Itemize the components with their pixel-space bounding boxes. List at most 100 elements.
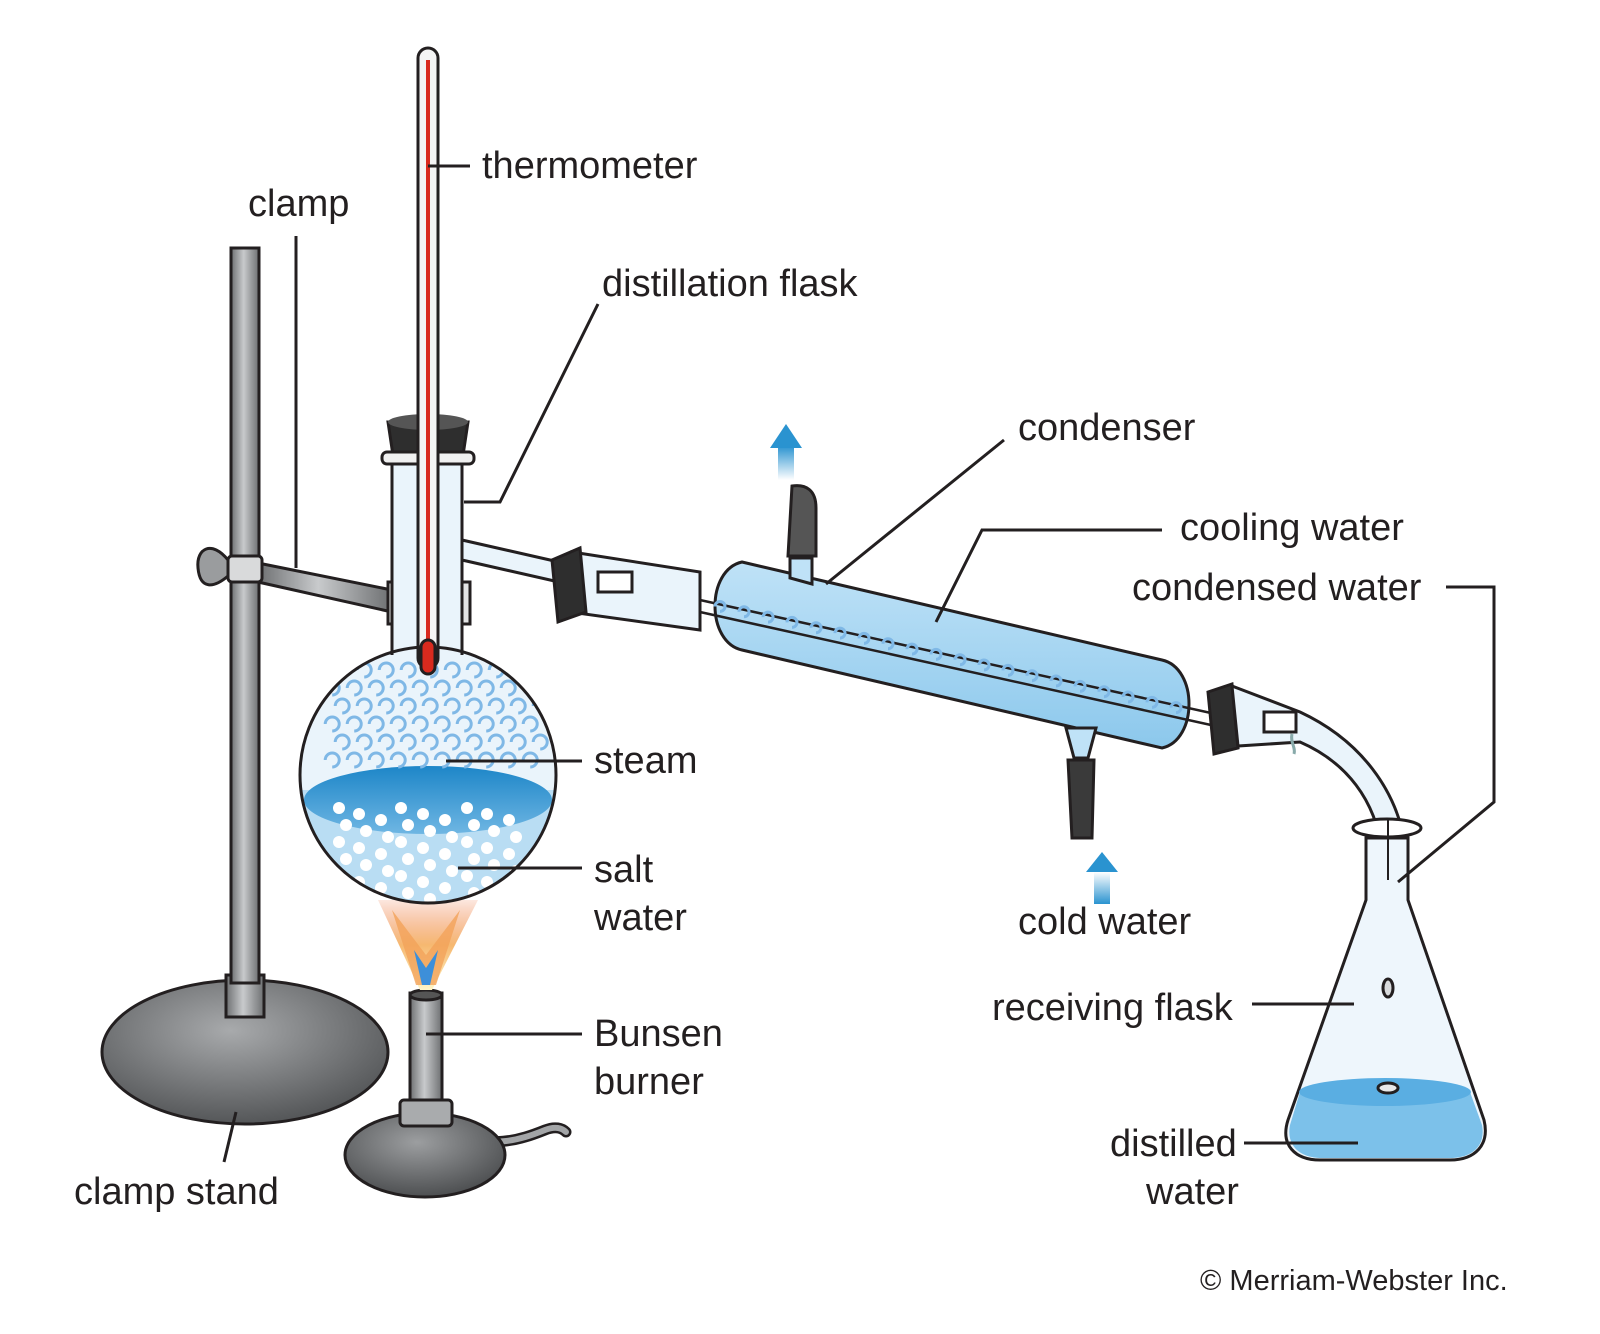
bubble xyxy=(333,802,345,814)
steam-curl xyxy=(433,715,451,733)
steam-curl xyxy=(1001,663,1015,677)
steam-curl xyxy=(1025,669,1039,683)
burner-collar xyxy=(398,1098,454,1128)
bubble xyxy=(395,870,407,882)
water-outlet-hose xyxy=(786,484,818,558)
clamp-stand xyxy=(100,246,390,1126)
steam-curl xyxy=(499,679,517,697)
steam-curl xyxy=(521,751,539,769)
steam-curl xyxy=(411,751,429,769)
bubble xyxy=(375,882,387,894)
bubble xyxy=(446,865,458,877)
bubble xyxy=(481,876,493,888)
bubble xyxy=(402,853,414,865)
steam-curl xyxy=(509,697,527,715)
steam-curl xyxy=(399,661,417,679)
steam-curl xyxy=(389,715,407,733)
steam-curl xyxy=(443,697,461,715)
cold-water-arrow xyxy=(1086,852,1118,904)
steam-curl xyxy=(355,733,373,751)
water-outlet-port xyxy=(788,556,814,586)
label-cooling-water: cooling water xyxy=(1180,507,1404,549)
steam-curl xyxy=(367,679,385,697)
steam-curl xyxy=(499,751,517,769)
steam-curl xyxy=(487,733,505,751)
clamp-thumbscrew xyxy=(196,546,230,587)
bubble xyxy=(375,814,387,826)
label-steam: steam xyxy=(594,740,697,782)
steam-curl xyxy=(345,751,363,769)
steam-curl xyxy=(377,733,395,751)
bubble xyxy=(461,836,473,848)
steam-curl xyxy=(531,661,549,679)
steam-curl xyxy=(477,679,495,697)
falling-drop xyxy=(1381,977,1395,999)
bubble xyxy=(424,859,436,871)
label-clamp: clamp xyxy=(248,183,349,225)
steam-curl xyxy=(367,751,385,769)
bubble xyxy=(461,870,473,882)
steam-curl xyxy=(421,733,439,751)
steam-curl xyxy=(905,642,919,656)
steam-curl xyxy=(399,697,417,715)
bubble xyxy=(510,831,522,843)
steam-curl xyxy=(465,661,483,679)
bubble xyxy=(360,859,372,871)
bubble xyxy=(375,848,387,860)
steam-curl xyxy=(809,621,823,635)
steam-curl xyxy=(531,733,549,751)
steam-curl xyxy=(333,697,351,715)
thermometer xyxy=(416,46,440,676)
bubble xyxy=(402,887,414,899)
condenser xyxy=(699,484,1221,840)
label-cold-water: cold water xyxy=(1018,901,1192,943)
bubble xyxy=(402,819,414,831)
water-inlet-hose xyxy=(1066,758,1096,840)
steam-curl xyxy=(377,697,395,715)
steam-curl xyxy=(521,715,539,733)
label-condenser: condenser xyxy=(1018,407,1196,449)
bubble xyxy=(382,831,394,843)
bubble xyxy=(510,899,522,903)
steam-curl xyxy=(487,697,505,715)
water-inlet-port xyxy=(1064,726,1098,760)
bubble xyxy=(503,848,515,860)
bubble xyxy=(353,842,365,854)
steam-curl xyxy=(1049,674,1063,688)
label-bunsen-burner-line2: burner xyxy=(594,1061,704,1103)
label-salt-water-line1: salt xyxy=(594,849,654,891)
bubble xyxy=(417,842,429,854)
steam-curl xyxy=(421,697,439,715)
steam-curl xyxy=(785,615,799,629)
steam-curl xyxy=(455,679,473,697)
steam-curl xyxy=(399,733,417,751)
label-salt-water-line2: water xyxy=(593,897,687,939)
bubble xyxy=(360,825,372,837)
steam-curl xyxy=(411,679,429,697)
bubble xyxy=(417,808,429,820)
steam-curl xyxy=(433,679,451,697)
clamp-arm xyxy=(256,561,394,614)
steam-curl xyxy=(1169,701,1183,715)
steam-curl xyxy=(509,661,527,679)
steam-curl xyxy=(323,751,341,769)
outlet-adapter xyxy=(1206,681,1408,854)
bubble xyxy=(395,836,407,848)
steam-curl xyxy=(737,605,751,619)
bubble xyxy=(417,876,429,888)
bubble xyxy=(360,893,372,903)
steam-curl xyxy=(509,733,527,751)
water-out-arrow xyxy=(770,424,802,480)
bubble xyxy=(333,836,345,848)
label-bunsen-burner-line1: Bunsen xyxy=(594,1013,723,1055)
bubble xyxy=(468,853,480,865)
bubble xyxy=(481,808,493,820)
label-receiving-flask: receiving flask xyxy=(992,987,1234,1029)
condenser-steam-curls xyxy=(713,599,1183,715)
steam-curl xyxy=(411,715,429,733)
labels: thermometer clamp distillation flask con… xyxy=(74,145,1508,1297)
steam-curl xyxy=(433,751,451,769)
bubble xyxy=(503,882,515,894)
copyright-credit: © Merriam-Webster Inc. xyxy=(1200,1265,1508,1297)
steam-curl xyxy=(345,679,363,697)
